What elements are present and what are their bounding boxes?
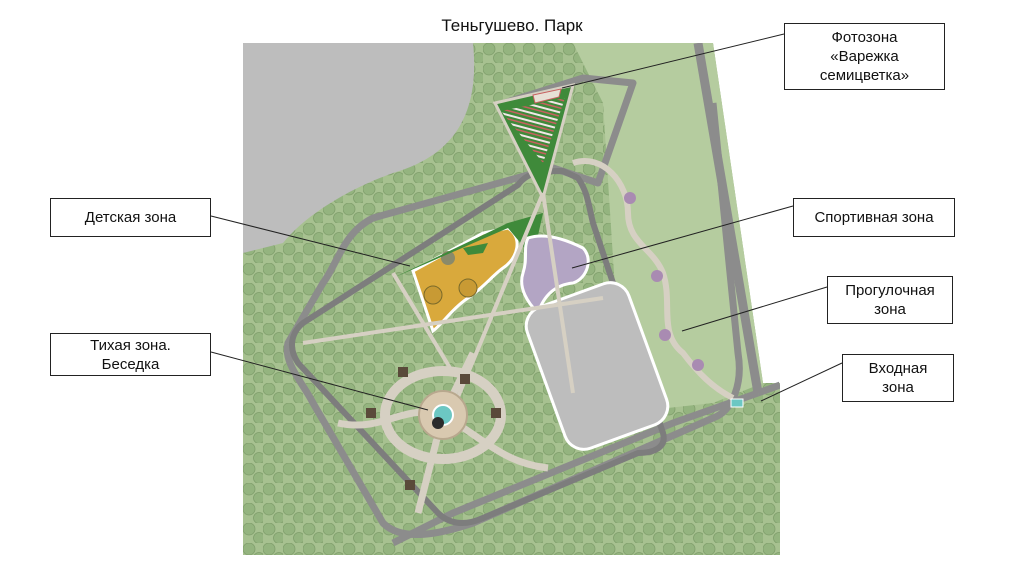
walking-tree-4: [692, 359, 704, 371]
park-paths: [302, 192, 604, 434]
callout-quiet-zone: Тихая зона. Беседка: [50, 333, 211, 376]
bench-4: [405, 480, 415, 490]
bench-3: [366, 408, 376, 418]
walking-tree-1: [624, 192, 636, 204]
map-title: Теньгушево. Парк: [441, 16, 583, 35]
park-plan: [243, 43, 780, 555]
walking-tree-3: [659, 329, 671, 341]
kids-lawn: [393, 213, 543, 278]
walking-tree-2: [651, 270, 663, 282]
callout-entry-zone: Входная зона: [842, 354, 954, 402]
callout-kids-zone: Детская зона: [50, 198, 211, 237]
kids-zone-equipment: [463, 243, 488, 255]
kids-zone-play-2: [458, 278, 478, 298]
bench-5: [460, 374, 470, 384]
park-plan-drawing: [243, 43, 780, 555]
kids-zone-play-1: [423, 285, 443, 305]
callout-photo-zone: Фотозона «Варежка семицветка»: [784, 23, 945, 90]
callout-walk-zone: Прогулочная зона: [827, 276, 953, 324]
bench-1: [398, 367, 408, 377]
photo-zone-stripes: [501, 98, 565, 163]
bench-2: [491, 408, 501, 418]
quiet-zone-walks: [337, 351, 549, 514]
grey-lot: [243, 43, 475, 253]
callout-sport-zone: Спортивная зона: [793, 198, 955, 237]
gazebo-marker: [432, 417, 444, 429]
bottom-road: [391, 389, 760, 547]
photo-zone-sign: [532, 88, 562, 104]
entry-gate: [730, 398, 744, 408]
